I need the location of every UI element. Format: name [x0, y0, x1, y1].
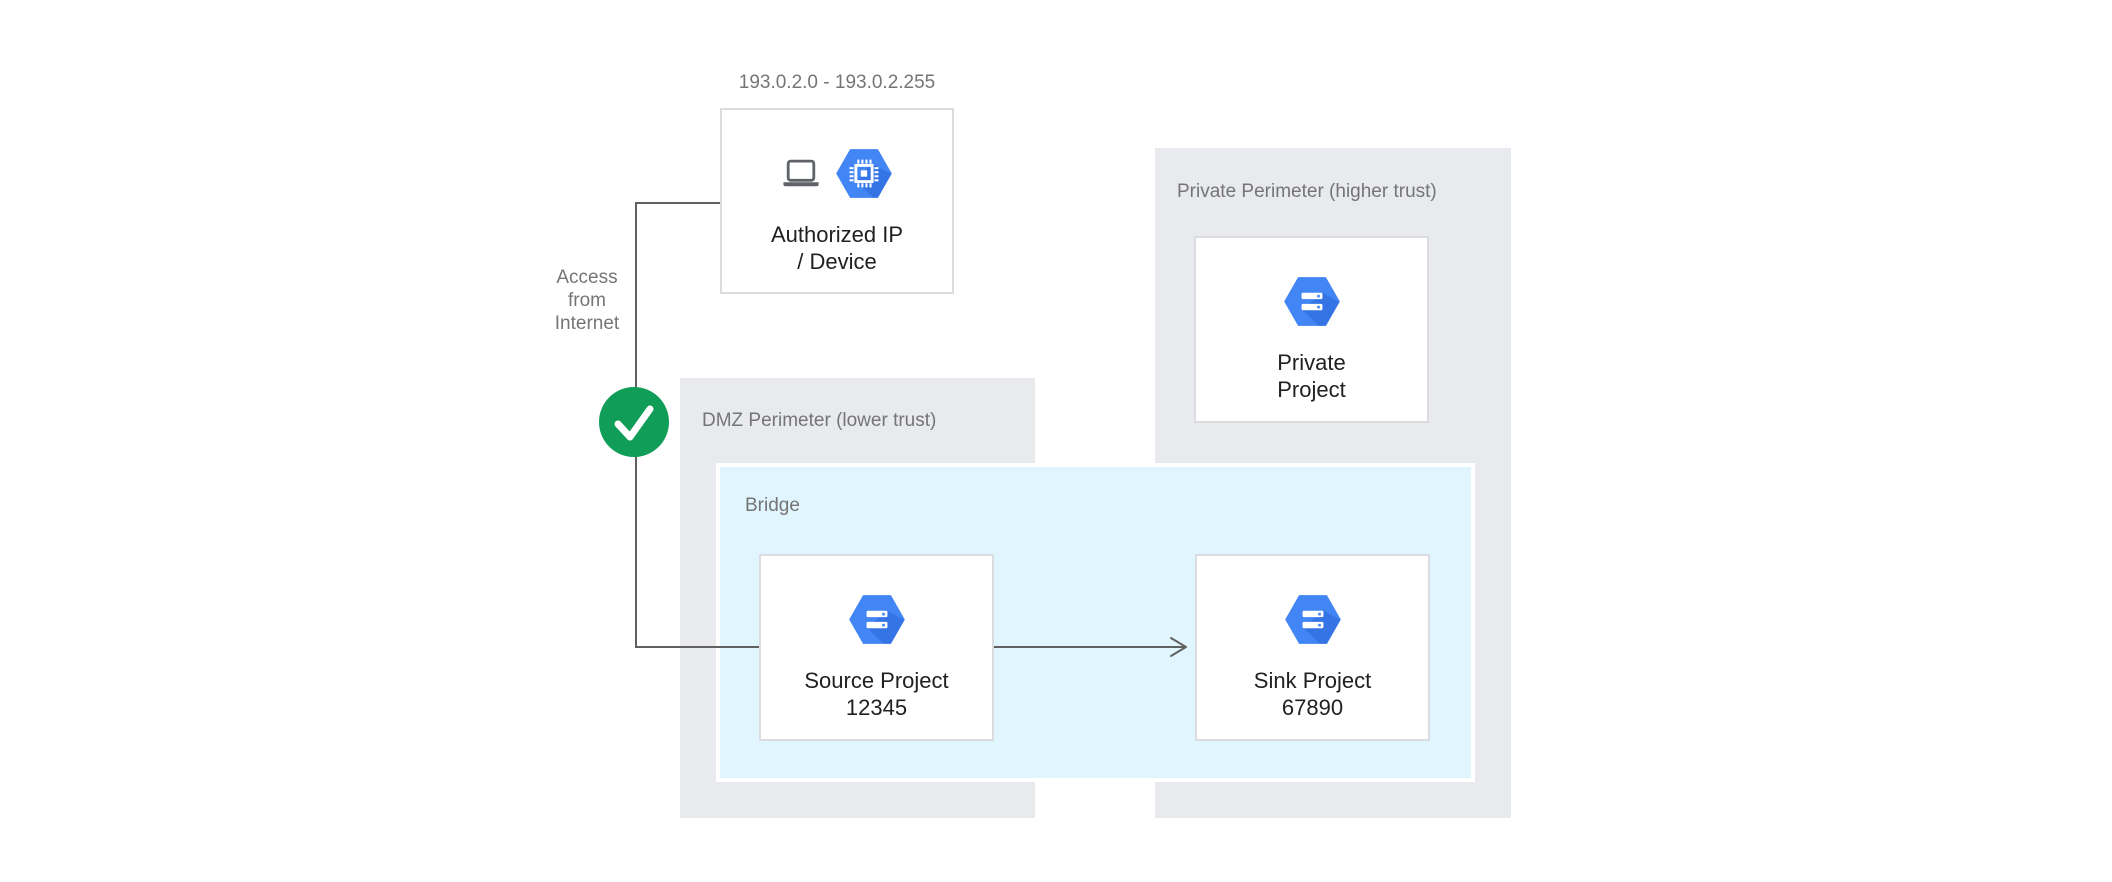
authorized-device-label: Authorized IP / Device: [771, 221, 903, 275]
private-perimeter-label: Private Perimeter (higher trust): [1177, 181, 1437, 202]
project-hexagon-icon: [848, 595, 905, 644]
authorized-device-icons: [781, 146, 893, 201]
sink-project-name: Sink Project: [1253, 668, 1372, 693]
source-project-label: Source Project 12345: [804, 667, 948, 721]
private-project-line2: Project: [1277, 377, 1346, 402]
authorized-label-line2: / Device: [797, 249, 877, 274]
authorized-label-line1: Authorized IP: [770, 222, 904, 247]
sink-project-id: 67890: [1281, 695, 1344, 720]
source-project-id: 12345: [845, 695, 908, 720]
sink-project-label: Sink Project 67890: [1254, 667, 1371, 721]
bridge-label: Bridge: [745, 495, 800, 516]
laptop-icon: [783, 159, 819, 187]
compute-engine-hexagon-icon: [836, 149, 892, 198]
authorized-device-box: Authorized IP / Device: [720, 108, 954, 294]
source-project-icons: [848, 592, 906, 647]
project-hexagon-icon: [1284, 595, 1341, 644]
sink-project-box: Sink Project 67890: [1195, 554, 1430, 741]
access-label-line2: from: [568, 290, 606, 311]
check-circle-icon: [599, 387, 669, 457]
access-label-line1: Access: [556, 267, 618, 288]
private-project-line1: Private: [1277, 350, 1346, 375]
ip-range-label: 193.0.2.0 - 193.0.2.255: [738, 72, 936, 93]
access-label-line3: Internet: [554, 313, 620, 334]
source-project-name: Source Project: [804, 668, 949, 693]
private-project-box: Private Project: [1194, 236, 1429, 423]
sink-project-icons: [1284, 592, 1342, 647]
dmz-perimeter-label: DMZ Perimeter (lower trust): [702, 410, 937, 431]
project-hexagon-icon: [1283, 277, 1340, 326]
private-project-label: Private Project: [1277, 349, 1345, 403]
access-from-internet-label: Access from Internet: [517, 266, 657, 335]
source-project-box: Source Project 12345: [759, 554, 994, 741]
private-project-icons: [1283, 274, 1341, 329]
